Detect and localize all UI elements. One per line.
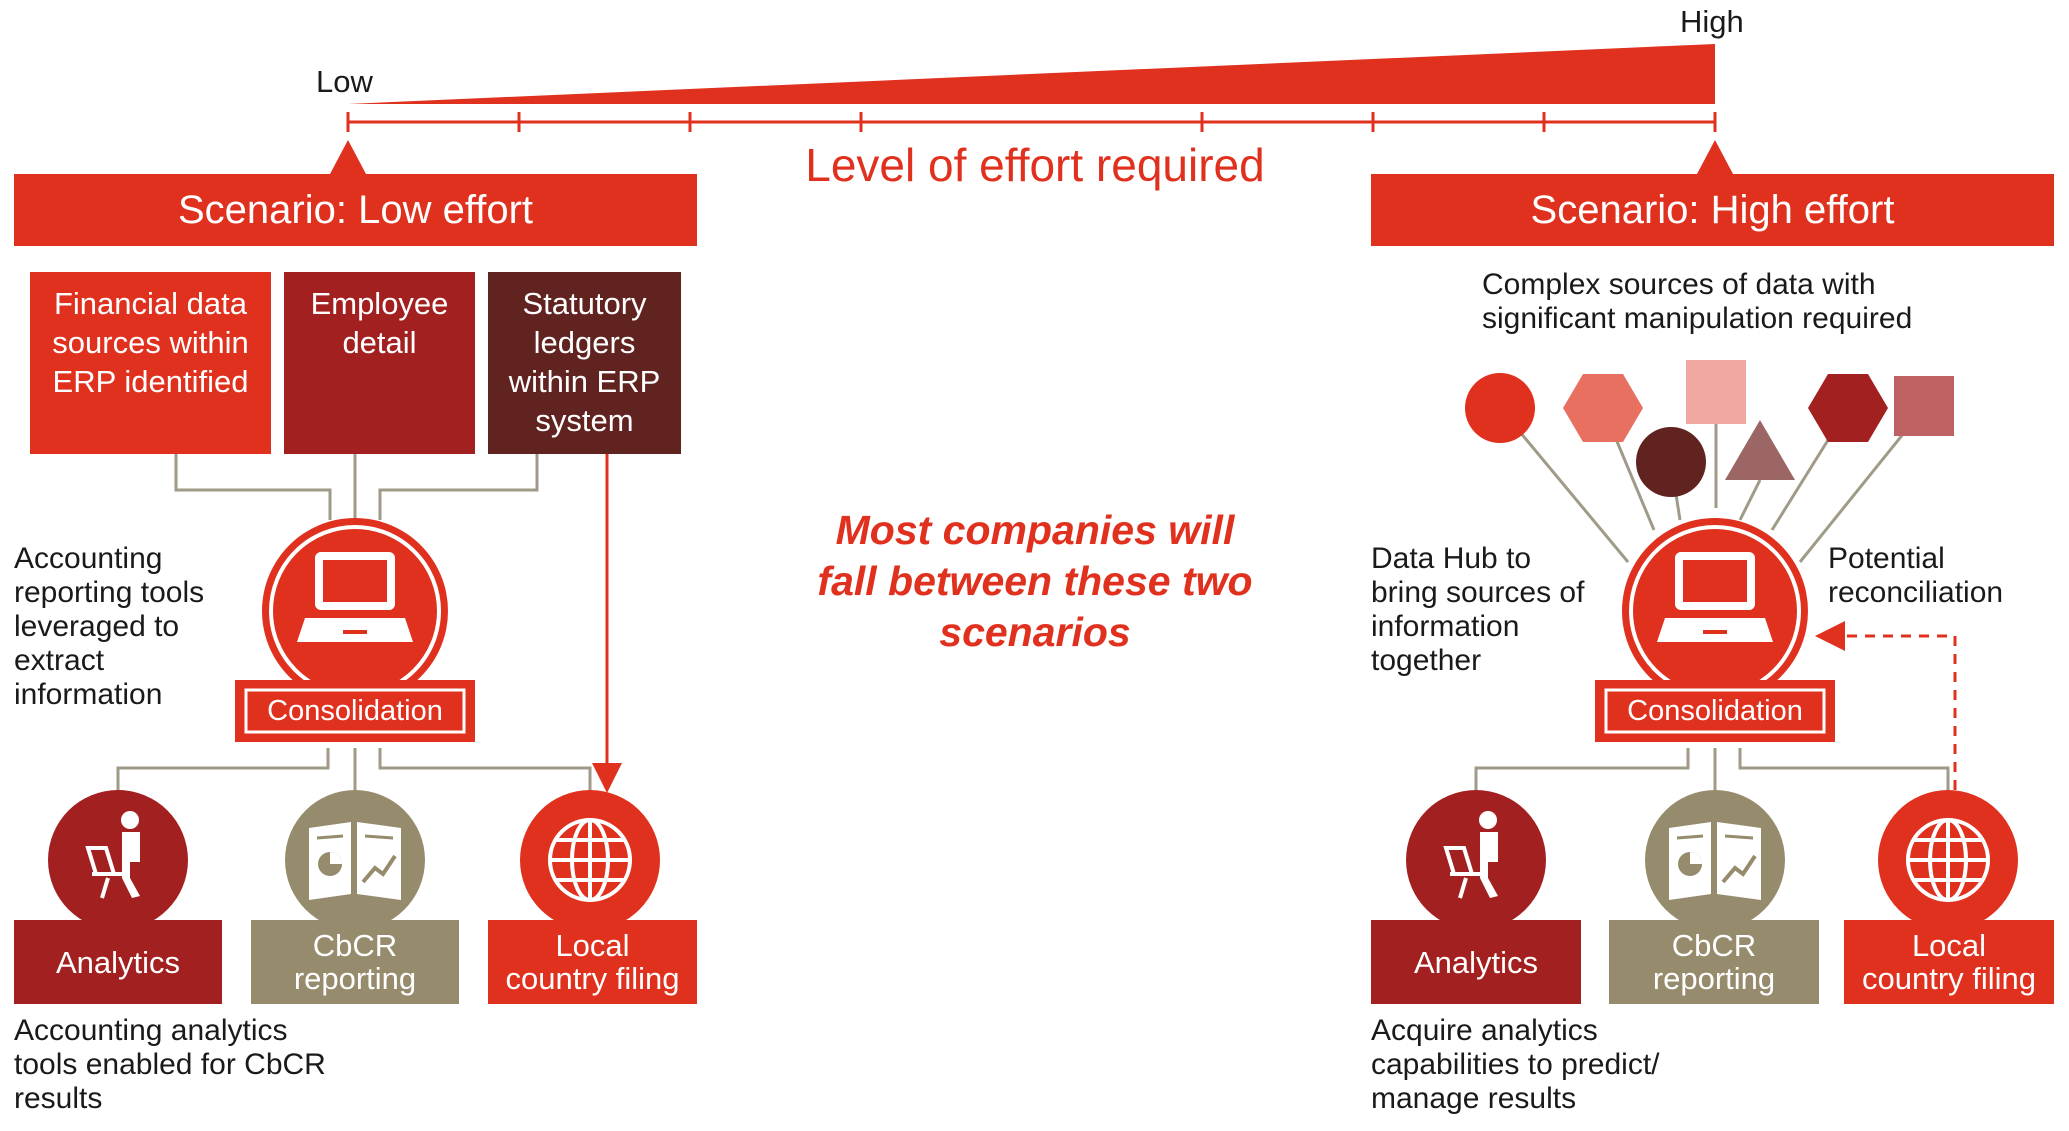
left-output-analytics: Analytics	[14, 920, 222, 1004]
right-output-connectors	[1474, 748, 1950, 793]
laptop-icon	[297, 552, 413, 642]
right-output-analytics: Analytics	[1371, 920, 1581, 1004]
source-shape-pink-square	[1686, 360, 1746, 424]
right-analytics-circle	[1406, 790, 1546, 930]
left-output-local-filing: Local country filing	[488, 920, 697, 1004]
report-chart-icon	[309, 822, 401, 900]
source-shape-triangle	[1725, 420, 1795, 480]
left-cbcr-circle	[285, 790, 425, 930]
scenario-high-title: Scenario: High effort	[1371, 174, 2054, 246]
left-output-cbcr: CbCR reporting	[251, 920, 459, 1004]
right-output-cbcr: CbCR reporting	[1609, 920, 1819, 1004]
scenario-low-title: Scenario: Low effort	[14, 174, 697, 246]
reconciliation-dashed-arrow	[1815, 621, 1957, 790]
globe-icon	[1906, 818, 1990, 902]
source-shape-hexagon	[1563, 374, 1643, 442]
center-message: Most companies will fall between these t…	[817, 507, 1253, 655]
left-analytics-circle	[48, 790, 188, 930]
effort-axis-label: Level of effort required	[805, 139, 1265, 191]
right-cbcr-circle	[1645, 790, 1785, 930]
low-pointer	[330, 140, 366, 174]
high-pointer	[1697, 140, 1733, 174]
source-shape-rose-square	[1894, 376, 1954, 436]
source-shape-dark-circle	[1636, 427, 1706, 497]
source-shape-circle	[1465, 373, 1535, 443]
right-output-local-filing: Local country filing	[1844, 920, 2054, 1004]
reconciliation-note: Potential reconciliation	[1828, 542, 2004, 609]
right-consolidation-label: Consolidation	[1627, 694, 1803, 727]
right-sources-note: Complex sources of data with significant…	[1482, 268, 1913, 335]
source-shape-dark-hexagon	[1808, 374, 1888, 442]
effort-wedge	[348, 44, 1715, 104]
effort-scale-axis	[346, 112, 1717, 132]
laptop-icon	[1657, 552, 1773, 642]
right-hub-note: Data Hub to bring sources of information…	[1371, 542, 1585, 677]
left-consolidation-label: Consolidation	[267, 694, 443, 727]
left-bottom-note: Accounting analytics tools enabled for C…	[14, 1014, 326, 1115]
right-hub	[1595, 518, 1835, 742]
right-bottom-note: Acquire analytics capabilities to predic…	[1371, 1014, 1660, 1115]
left-hub	[235, 518, 475, 742]
source-box-statutory-ledgers: Statutory ledgers within ERP system	[488, 272, 681, 454]
left-hub-note: Accounting reporting tools leveraged to …	[14, 542, 205, 711]
source-box-financial-data: Financial data sources within ERP identi…	[30, 272, 271, 454]
person-at-laptop-icon	[85, 811, 140, 899]
report-chart-icon	[1669, 822, 1761, 900]
left-source-connectors	[174, 454, 539, 520]
left-output-connectors	[116, 748, 592, 793]
effort-low-label: Low	[316, 64, 373, 99]
globe-icon	[548, 818, 632, 902]
person-at-laptop-icon	[1443, 811, 1498, 899]
effort-high-label: High	[1680, 4, 1744, 39]
source-box-employee-detail: Employee detail	[284, 272, 475, 454]
